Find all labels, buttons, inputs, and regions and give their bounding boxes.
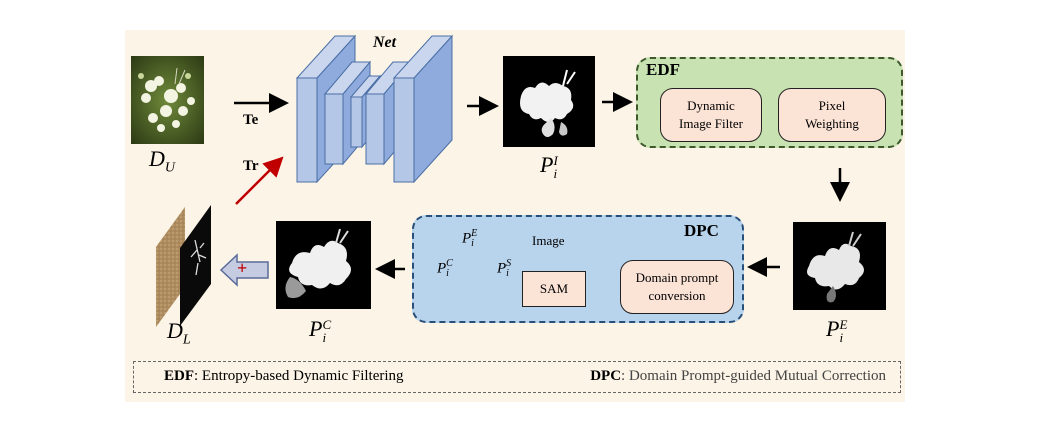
image-label: Image [532, 233, 565, 248]
sam-box: SAM [522, 271, 586, 307]
legend-edf: EDF: Entropy-based Dynamic Filtering [164, 368, 404, 384]
dl-image-stack [156, 205, 211, 327]
legend-dpc: DPC: Domain Prompt-guided Mutual Correct… [590, 368, 886, 384]
te-label: Te [243, 112, 259, 128]
tr-label: Tr [243, 158, 259, 174]
mask-pi-e [793, 222, 886, 310]
dpc-title: DPC [684, 221, 719, 240]
dl-label: DL [167, 318, 191, 348]
input-image-du [131, 56, 204, 144]
add-to-dl-arrow [219, 253, 269, 287]
net-encoder-decoder [295, 34, 454, 184]
mask-pi-i [503, 56, 595, 147]
edf-title: EDF [646, 60, 680, 79]
plus-icon: + [237, 258, 248, 278]
mask-pi-c [276, 221, 371, 309]
legend-box: EDF: Entropy-based Dynamic Filtering DPC… [133, 361, 901, 393]
du-label: DU [149, 146, 176, 176]
net-label: Net [373, 34, 397, 51]
